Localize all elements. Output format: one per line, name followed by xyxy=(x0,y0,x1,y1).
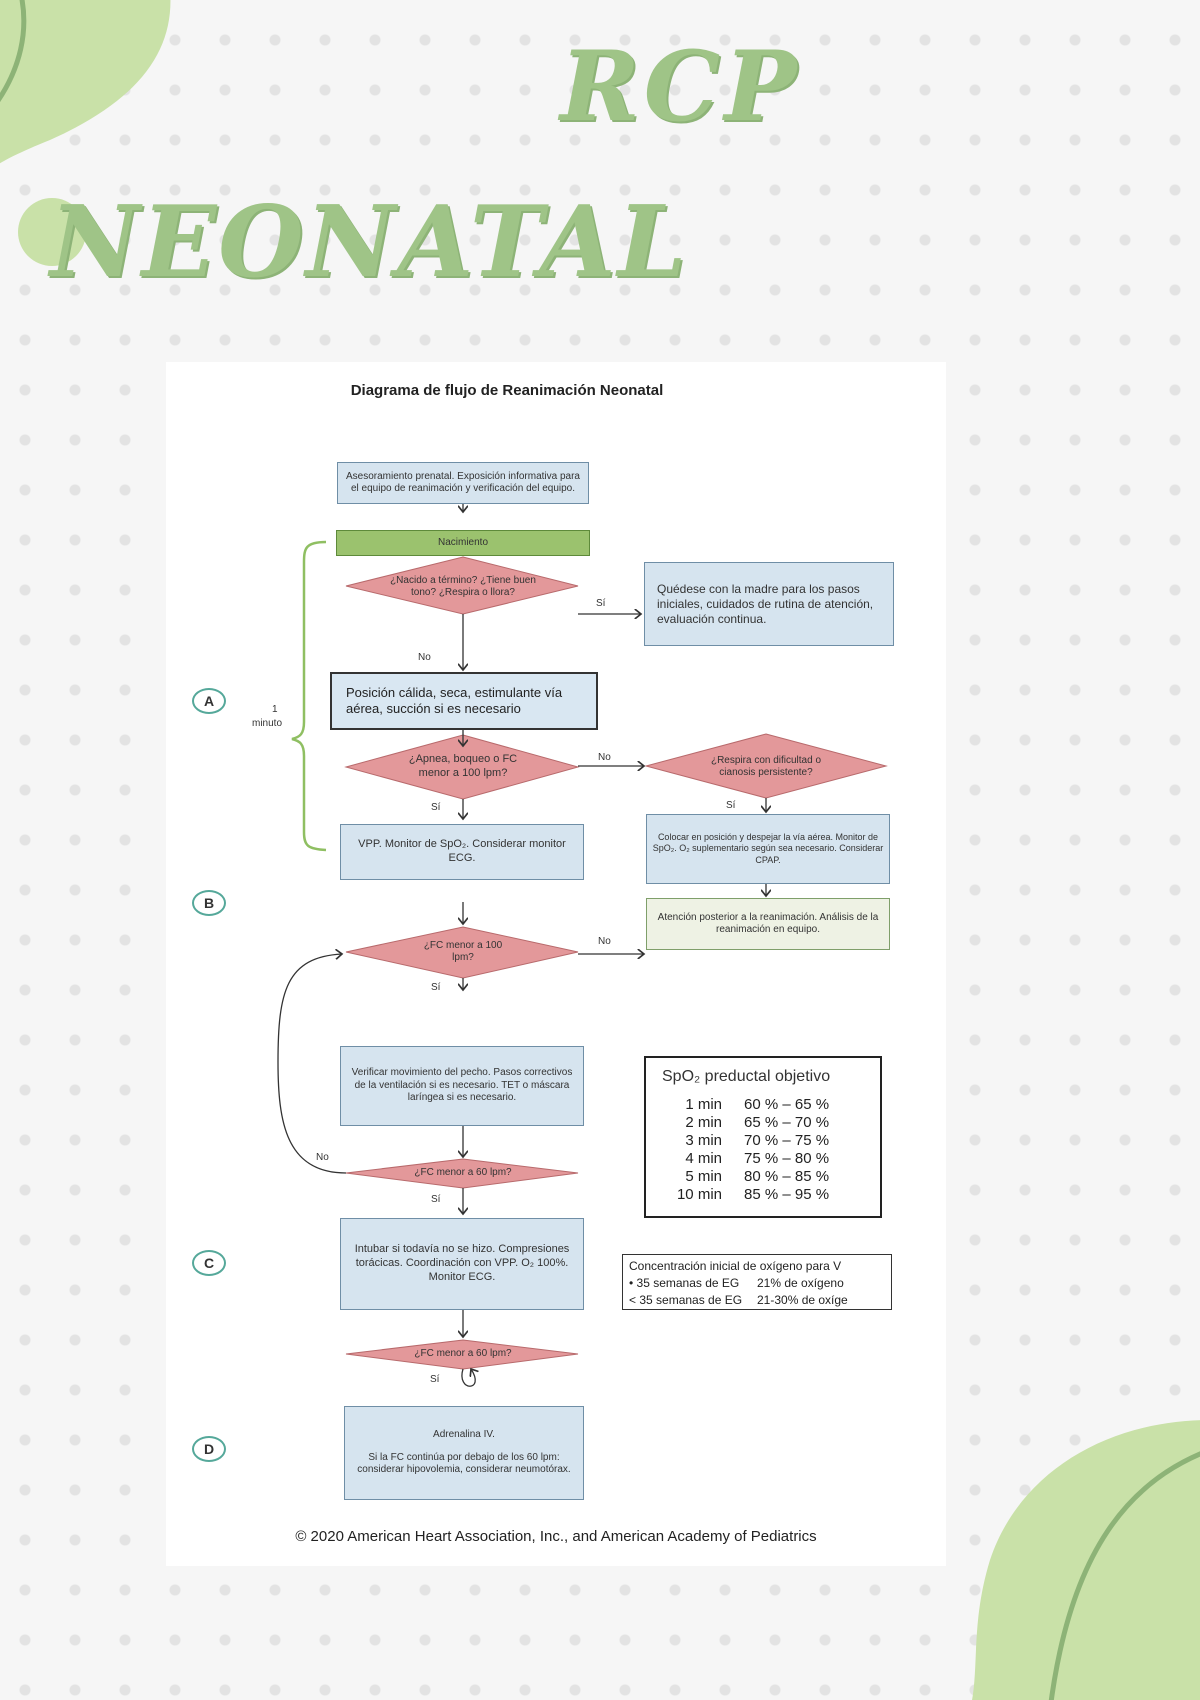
copyright-text: © 2020 American Heart Association, Inc.,… xyxy=(295,1528,817,1545)
flowchart-connectors xyxy=(277,502,888,1387)
label-no-fc60: No xyxy=(316,1152,329,1163)
initial-steps-box: Posición cálida, seca, estimulante vía a… xyxy=(330,672,598,730)
label-no-term: No xyxy=(418,652,431,663)
question-fc60-second: ¿FC menor a 60 lpm? xyxy=(414,1347,512,1359)
label-yes-fc60: Sí xyxy=(431,1194,441,1205)
label-no-apnea: No xyxy=(598,752,611,763)
label-no-fc100: No xyxy=(598,936,611,947)
flowchart-card: Diagrama de flujo de Reanimación Neonata… xyxy=(166,362,946,1566)
adrenaline-body: Si la FC continúa por debajo de los 60 l… xyxy=(357,1451,571,1476)
verify-chest-box: Verificar movimiento del pecho. Pasos co… xyxy=(340,1046,584,1126)
prenatal-box: Asesoramiento prenatal. Exposición infor… xyxy=(337,462,589,504)
label-yes-apnea: Sí xyxy=(431,802,441,813)
stay-with-mother-box: Quédese con la madre para los pasos inic… xyxy=(644,562,894,646)
diagram-title: Diagrama de flujo de Reanimación Neonata… xyxy=(350,382,664,399)
adrenaline-title: Adrenalina IV. xyxy=(433,1429,495,1441)
vpp-box: VPP. Monitor de SpO₂. Considerar monitor… xyxy=(340,824,584,880)
question-term: ¿Nacido a término? ¿Tiene buen tono? ¿Re… xyxy=(390,574,536,599)
oxygen-table-title: Concentración inicial de oxígeno para V xyxy=(629,1259,842,1273)
one-minute-bracket xyxy=(291,540,327,852)
oxygen-concentration-table: Concentración inicial de oxígeno para V … xyxy=(622,1254,892,1310)
label-yes-fc60-loop: Sí xyxy=(430,1374,440,1385)
decorative-blob-bottom-right xyxy=(972,1420,1200,1700)
decorative-circle xyxy=(18,198,86,266)
label-yes-breath: Sí xyxy=(726,800,736,811)
label-yes-term: Sí xyxy=(596,598,606,609)
step-label-b: B xyxy=(192,890,226,916)
one-minute-number: 1 xyxy=(272,704,278,715)
birth-box: Nacimiento xyxy=(336,530,590,556)
step-label-a: A xyxy=(192,688,226,714)
question-fc60-first: ¿FC menor a 60 lpm? xyxy=(414,1166,512,1178)
spo2-table-title: SpO₂ preductal objetivo xyxy=(662,1068,831,1085)
intubate-box: Intubar si todavía no se hizo. Compresio… xyxy=(340,1218,584,1310)
step-label-d: D xyxy=(192,1436,226,1462)
page-title-neonatal: NEONATAL xyxy=(50,185,689,300)
adrenaline-box: Adrenalina IV. Si la FC continúa por deb… xyxy=(344,1406,584,1500)
page-title-rcp: RCP xyxy=(560,30,801,143)
post-care-box: Atención posterior a la reanimación. Aná… xyxy=(646,898,890,950)
question-breath: ¿Respira con dificultad o cianosis persi… xyxy=(710,754,822,779)
question-apnea: ¿Apnea, boqueo o FC menor a 100 lpm? xyxy=(408,753,518,779)
label-yes-fc100: Sí xyxy=(431,982,441,993)
one-minute-label: minuto xyxy=(252,718,283,729)
step-label-c: C xyxy=(192,1250,226,1276)
position-airway-box: Colocar en posición y despejar la vía aé… xyxy=(646,814,890,884)
question-fc100: ¿FC menor a 100 lpm? xyxy=(423,939,503,964)
decorative-blob-top-left xyxy=(0,0,171,164)
